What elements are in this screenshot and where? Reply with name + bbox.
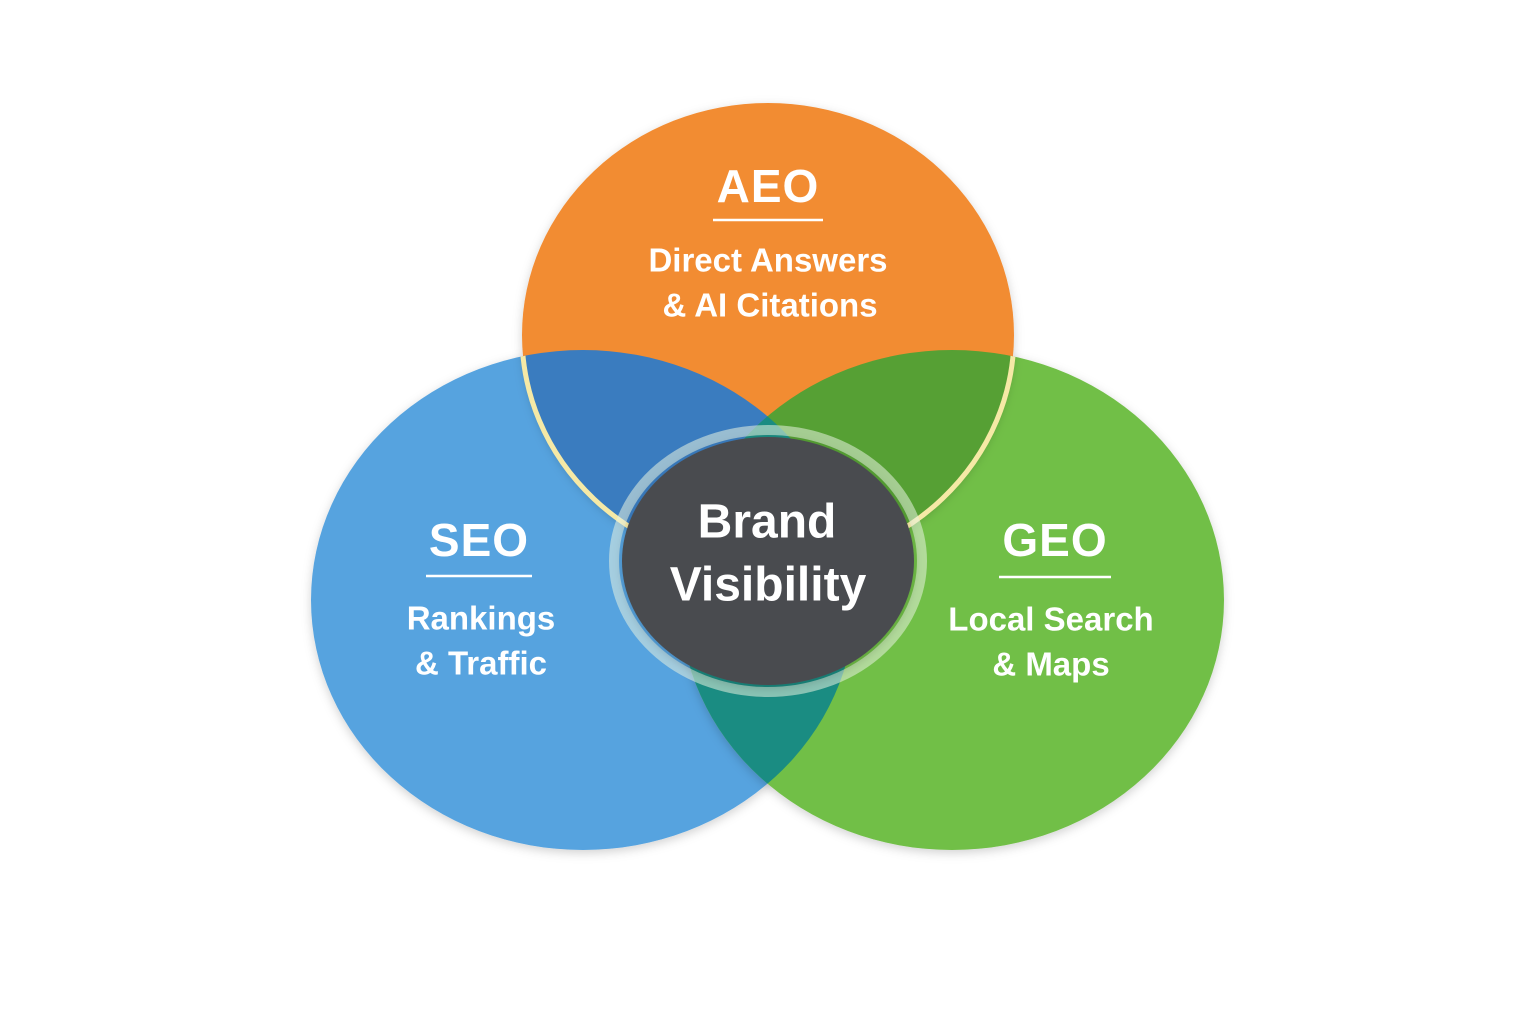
geo-line-1: Local Search <box>948 601 1153 638</box>
geo-line-2: & Maps <box>992 646 1109 683</box>
seo-title: SEO <box>429 514 529 566</box>
seo-line-1: Rankings <box>407 600 556 637</box>
seo-line-2: & Traffic <box>415 645 547 682</box>
aeo-title: AEO <box>717 160 820 212</box>
geo-title: GEO <box>1002 514 1107 566</box>
aeo-line-1: Direct Answers <box>648 242 887 279</box>
center-ellipse <box>622 437 914 685</box>
aeo-line-2: & AI Citations <box>662 287 877 324</box>
center-line-1: Brand <box>698 496 837 549</box>
center-line-2: Visibility <box>670 559 867 612</box>
center-ring <box>609 425 927 697</box>
